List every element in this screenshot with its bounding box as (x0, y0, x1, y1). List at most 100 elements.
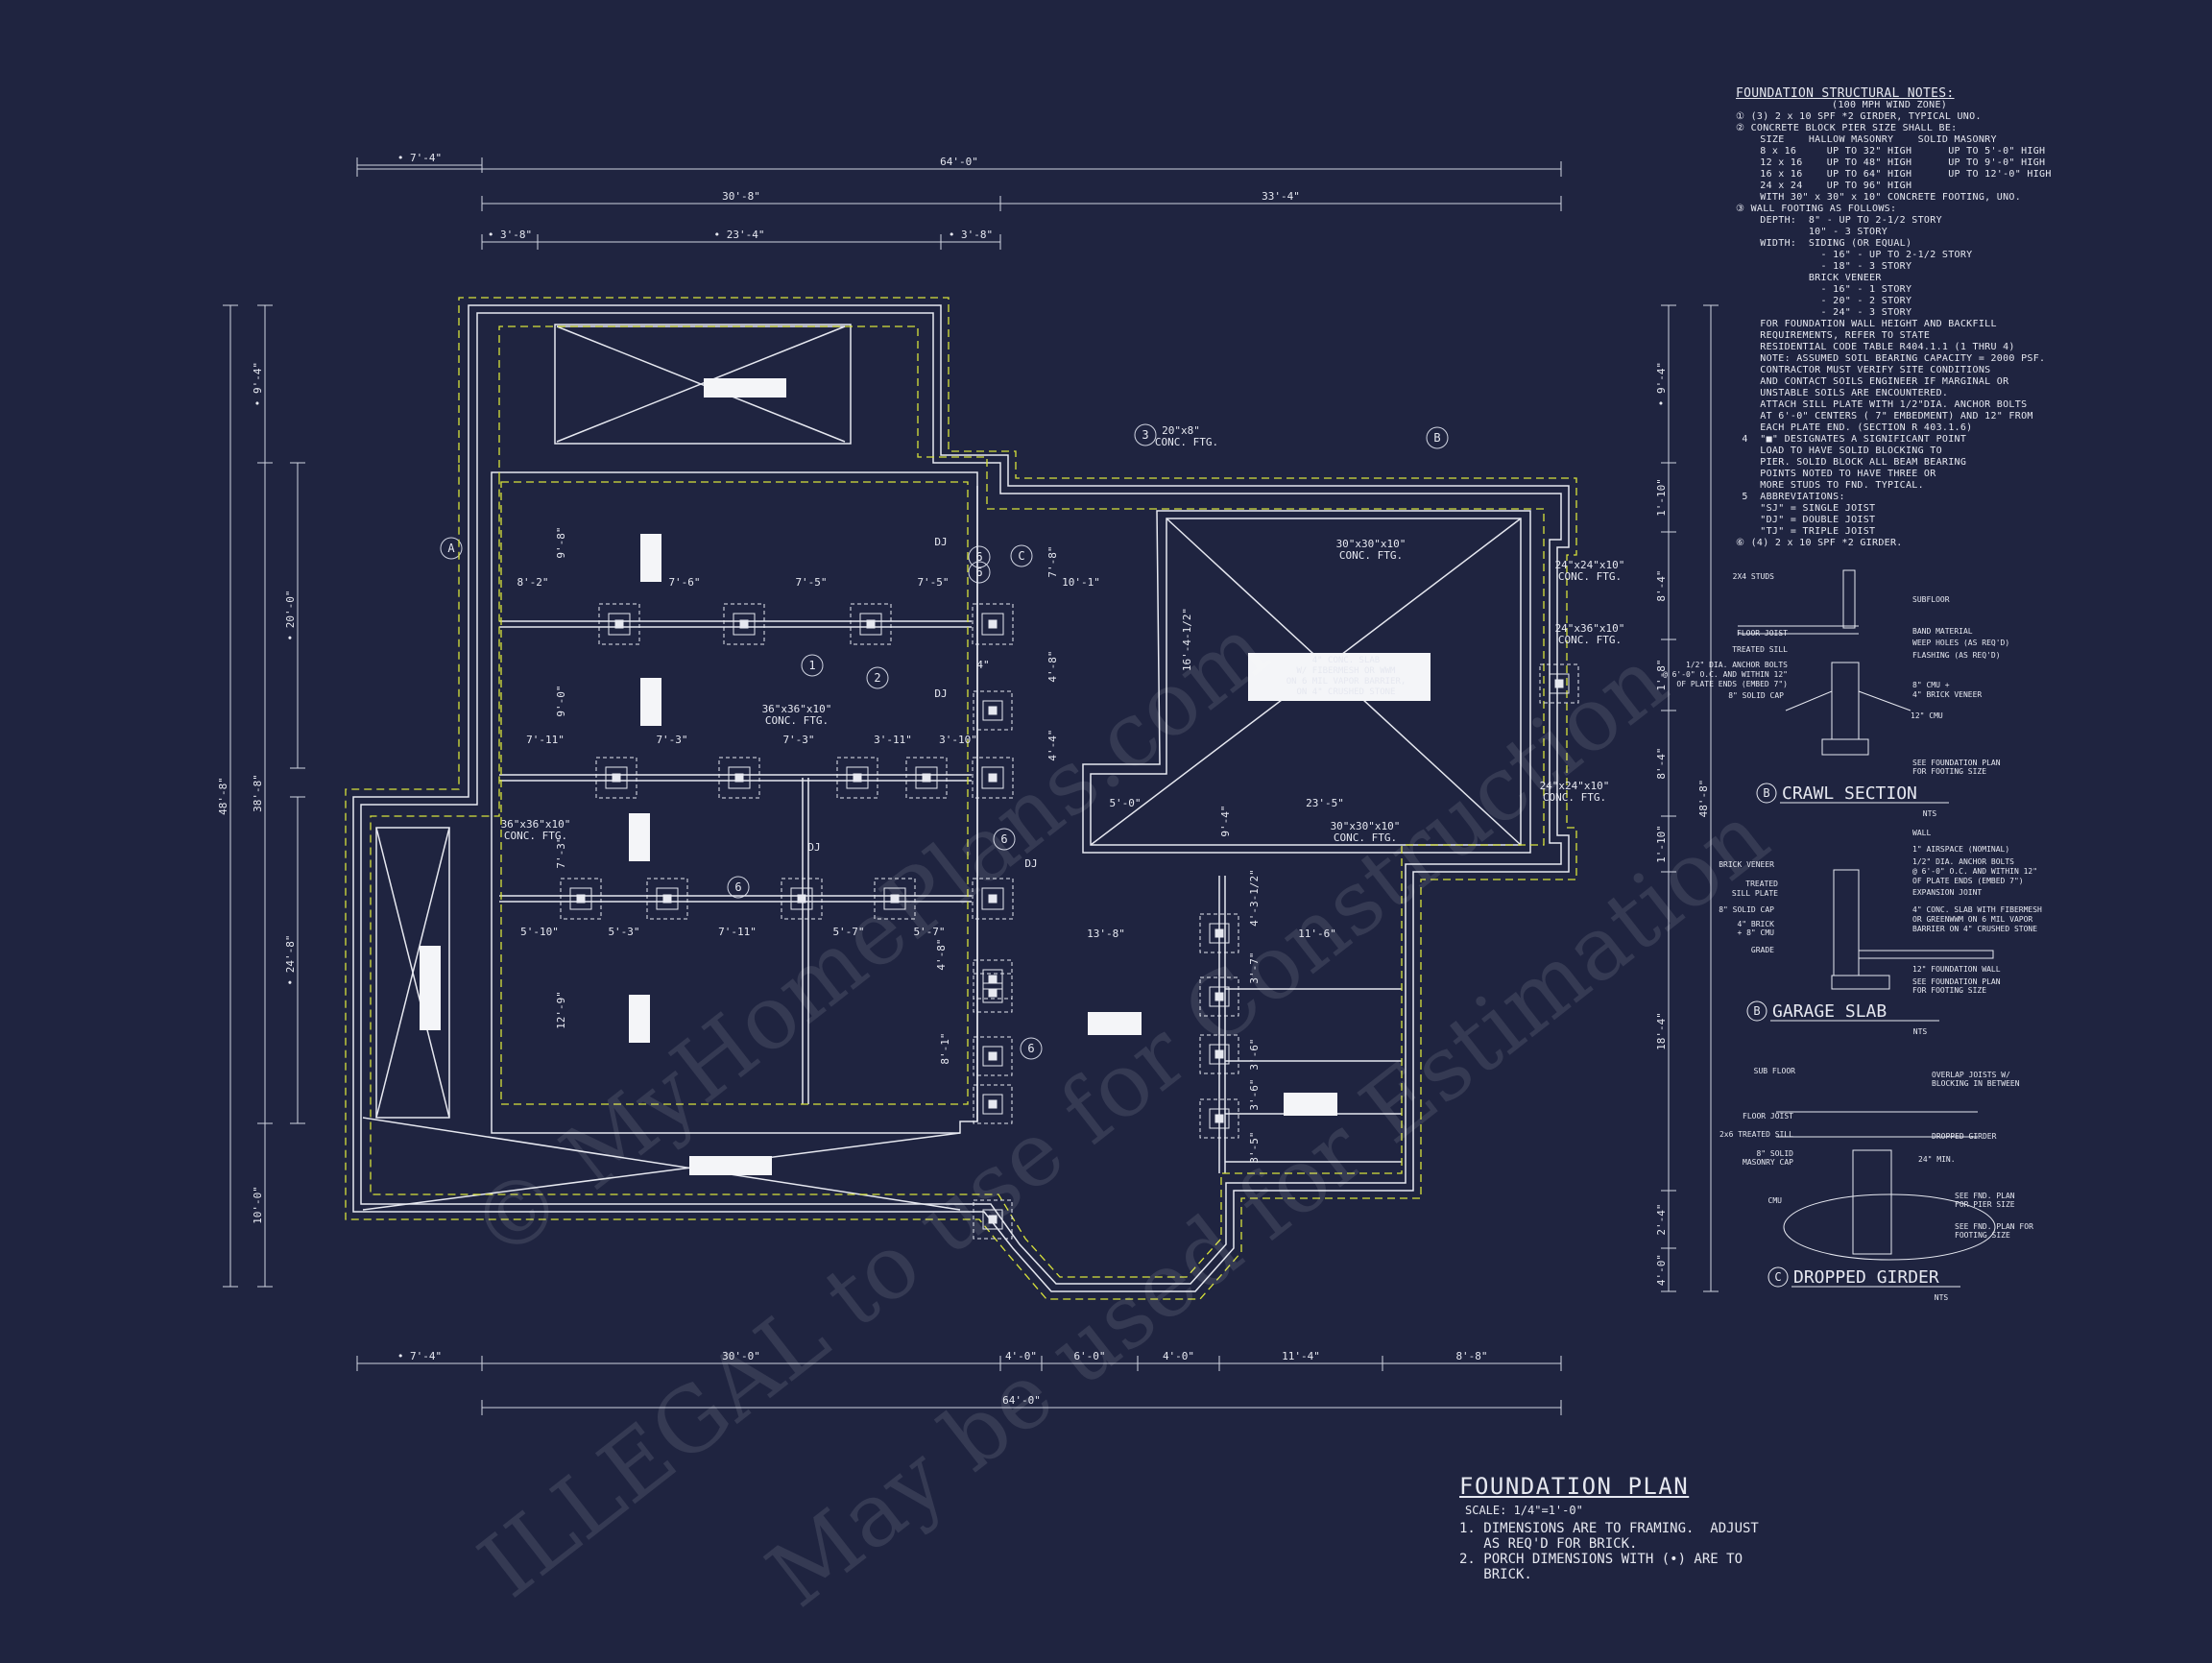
callout-bubble (801, 654, 824, 677)
detail-label: + 8" CMU (1737, 928, 1774, 937)
detail-label: SUB FLOOR (1754, 1067, 1796, 1075)
dimension-label: 11'-4" (1282, 1350, 1320, 1362)
stud-wall (1842, 569, 1856, 629)
notes-subtitle: (100 MPH WIND ZONE) (1832, 100, 1948, 110)
dimension-label: 7'-11" (718, 926, 757, 938)
cmu-wall (1833, 869, 1860, 976)
dimension-label: 23'-5" (1306, 797, 1344, 809)
callout-bubble (1020, 1037, 1043, 1060)
pier-footing (836, 757, 878, 799)
note-line: NOTE: ASSUMED SOIL BEARING CAPACITY = 20… (1736, 353, 2046, 364)
detail-label: FOOTING SIZE (1955, 1231, 2010, 1240)
pier-footing (973, 1199, 1013, 1240)
detail-label: OVERLAP JOISTS W/ (1932, 1071, 2010, 1079)
plan-label: CONC. FTG. (1558, 570, 1622, 583)
pier (846, 766, 869, 789)
point-load (988, 894, 998, 904)
dimension-label: 1'-10" (1655, 478, 1668, 517)
detail-label: 4" BRICK (1737, 920, 1774, 928)
plan-label: 4" (976, 659, 989, 671)
pier-footing (646, 878, 688, 920)
beam-tag (1284, 1093, 1337, 1116)
note-line: DEPTH: 8" - UP TO 2-1/2 STORY (1736, 215, 1942, 226)
foundation-wall-outer (352, 304, 1570, 1292)
dimension-label: 33'-4" (1262, 190, 1300, 203)
detail-label: BLOCKING IN BETWEEN (1932, 1079, 2020, 1088)
pier-footing (595, 757, 637, 799)
dimension-label: 4'-0" (1005, 1350, 1037, 1362)
point-load (614, 619, 624, 629)
callout-bubble (993, 828, 1016, 851)
pier (982, 700, 1003, 721)
pier-footing (972, 757, 1014, 799)
callout-label: A (447, 542, 455, 555)
plan-label: DJ (807, 841, 820, 854)
note-line: "DJ" = DOUBLE JOIST (1736, 515, 1876, 525)
dimension-label: 11'-6" (1298, 928, 1336, 940)
dimension-label: 4'-8" (1046, 650, 1059, 682)
detail-label: FLOOR JOIST (1743, 1112, 1793, 1121)
footing (1821, 738, 1869, 756)
beam-tag (629, 995, 650, 1043)
pier-footing (973, 1084, 1013, 1124)
dimension-label: 18'-4" (1655, 1012, 1668, 1050)
detail-label: SEE FOUNDATION PLAN (1912, 759, 2001, 767)
pier-footing (1539, 663, 1579, 704)
callout-bubble (1426, 426, 1449, 449)
callout-label: 1 (808, 659, 815, 672)
pier (915, 766, 938, 789)
note-line: EACH PLATE END. (SECTION R 403.1.6) (1736, 422, 1973, 433)
detail-label: GRADE (1751, 946, 1774, 954)
pier (982, 1046, 1003, 1067)
title-block: FOUNDATION PLAN SCALE: 1/4"=1'-0" 1. DIM… (1459, 1473, 1863, 1582)
dimension-label: 4'-0" (1163, 1350, 1194, 1362)
dimension-label: • 9'-4" (1655, 362, 1668, 406)
porch-diag (375, 827, 450, 1119)
point-load (988, 619, 998, 629)
dimension-label: • 9'-4" (252, 362, 264, 406)
plan-label: 24"x36"x10" (1555, 622, 1625, 635)
point-load (988, 1051, 998, 1061)
dimension-label: 8'-8" (1455, 1350, 1487, 1362)
detail-label: SEE FOUNDATION PLAN (1912, 977, 2001, 986)
pier (569, 887, 592, 910)
detail-label: TREATED (1745, 880, 1778, 888)
pier-footing (1199, 976, 1239, 1017)
note-line: SIZE HALLOW MASONRY SOLID MASONRY (1736, 134, 1997, 145)
point-load (612, 773, 621, 783)
detail-label: 8" CMU + (1912, 681, 1950, 689)
dimension-label: • 24'-8" (284, 935, 297, 986)
slab (1858, 950, 1994, 959)
slab-note: 4" CONC. SLAB (1312, 656, 1380, 665)
dimension-label: 48'-8" (217, 777, 229, 815)
detail-label: 4" CONC. SLAB WITH FIBERMESH (1912, 905, 2042, 914)
plan-label: 24"x24"x10" (1540, 780, 1610, 792)
plan-label: 24"x24"x10" (1555, 559, 1625, 571)
detail-mark: B (1763, 786, 1769, 800)
note-line: AND CONTACT SOILS ENGINEER IF MARGINAL O… (1736, 376, 2009, 387)
point-load (988, 773, 998, 783)
porch-diag (362, 1132, 961, 1211)
detail-mark: B (1753, 1004, 1760, 1018)
dimension-label: 12'-9" (555, 991, 567, 1029)
notes-title: FOUNDATION STRUCTURAL NOTES: (1736, 86, 1955, 101)
note-line: "SJ" = SINGLE JOIST (1736, 503, 1876, 514)
dimension-label: 9'-4" (1219, 805, 1232, 836)
dimension-label: 3'-5" (1248, 1131, 1261, 1163)
plan-label: CONC. FTG. (1155, 436, 1218, 448)
grade (1785, 690, 1911, 711)
detail-mark: C (1774, 1270, 1781, 1284)
pier-footing (973, 690, 1013, 731)
dimension-label: 13'-8" (1087, 928, 1125, 940)
point-load (1214, 992, 1224, 1001)
detail-label: FLASHING (AS REQ'D) (1912, 651, 2001, 660)
dimension-label: 10'-1" (1062, 576, 1100, 589)
beam-tag (640, 534, 661, 582)
dimension-label: 16'-4-1/2" (1181, 608, 1193, 671)
beam-tag (1088, 1012, 1142, 1035)
callout-bubble (968, 561, 991, 584)
plan-note-2: 2. PORCH DIMENSIONS WITH (•) ARE TO BRIC… (1459, 1552, 1743, 1582)
callout-label: 6 (734, 880, 741, 894)
